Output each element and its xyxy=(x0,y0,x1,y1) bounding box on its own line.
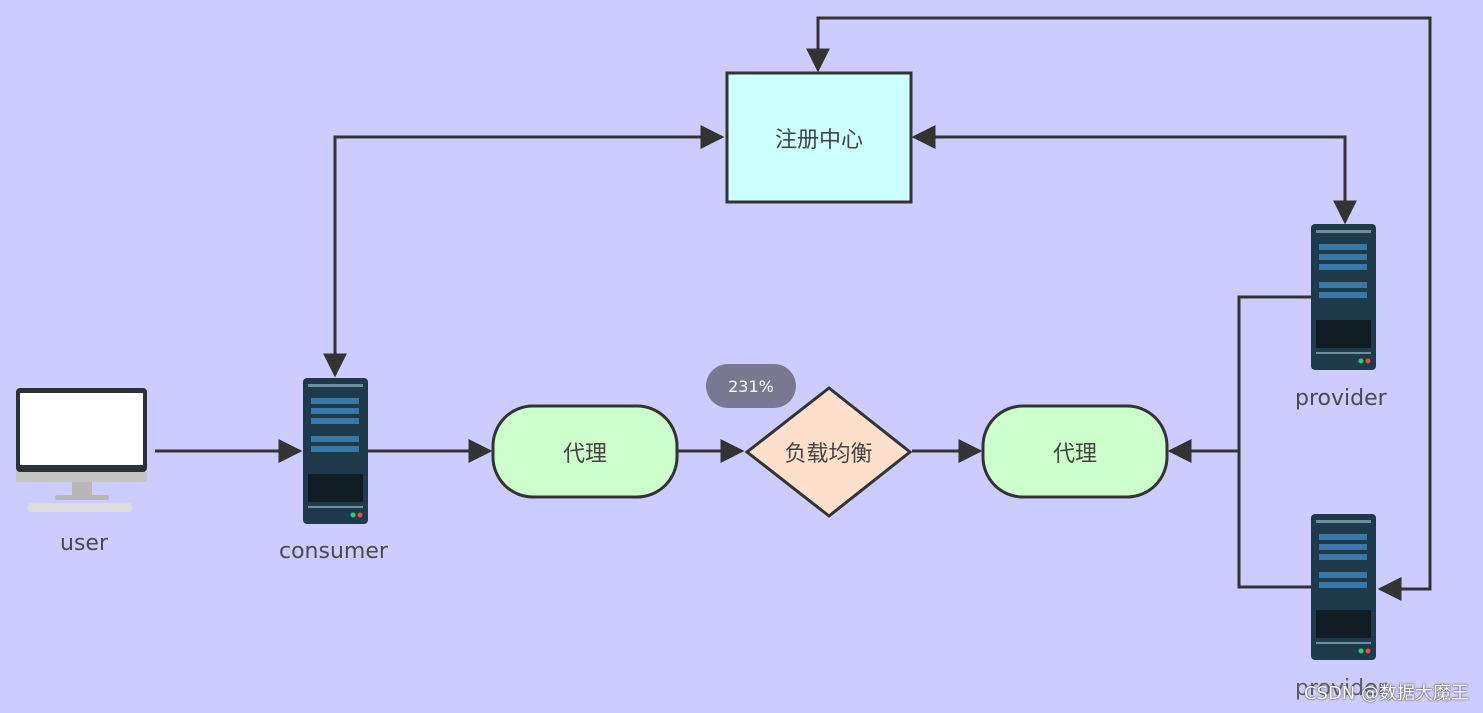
registry-box xyxy=(725,71,913,204)
edge-provider2-registry xyxy=(806,16,1432,601)
zoom-level-badge: 231% xyxy=(706,364,796,408)
monitor-icon xyxy=(16,388,147,512)
server-icon-consumer xyxy=(303,378,368,524)
load-balancer-label: 负载均衡 xyxy=(784,441,873,467)
proxy-left-label: 代理 xyxy=(562,441,607,467)
server-icon-provider-2 xyxy=(1311,514,1376,660)
edge-registry-provider xyxy=(911,125,1357,225)
user-label: user xyxy=(60,531,108,556)
edge-providers-proxy xyxy=(1170,295,1312,589)
load-balancer-diamond xyxy=(744,386,913,518)
provider-label: provider xyxy=(1295,386,1387,411)
proxy-right-label: 代理 xyxy=(1052,441,1097,467)
server-icon-provider xyxy=(1311,224,1376,370)
consumer-label: consumer xyxy=(279,539,388,564)
registry-label: 注册中心 xyxy=(774,127,863,153)
edge-consumer-registry xyxy=(323,125,725,378)
provider-2-label: provider xyxy=(1295,676,1387,701)
proxy-left-box xyxy=(491,404,679,499)
proxy-right-box xyxy=(981,404,1169,499)
watermark-text: CSDN @数据大魔王 xyxy=(1303,683,1469,704)
